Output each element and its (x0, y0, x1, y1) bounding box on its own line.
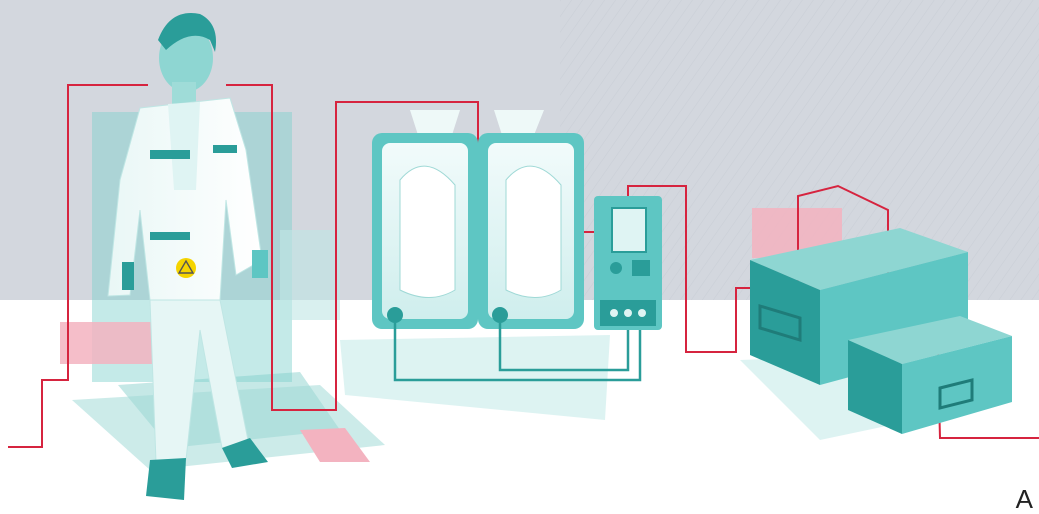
esd-tester-device (594, 196, 662, 330)
corner-glyph: A (1016, 486, 1033, 512)
esd-badge-icon (176, 258, 196, 278)
